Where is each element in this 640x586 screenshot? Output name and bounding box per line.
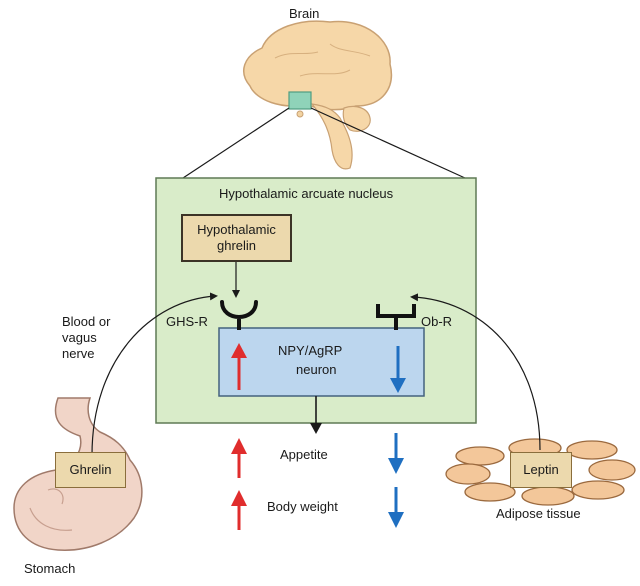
ghs-r-label: GHS-R bbox=[166, 314, 208, 329]
leptin-text: Leptin bbox=[523, 462, 559, 477]
blood-vagus-label-3: nerve bbox=[62, 346, 95, 361]
neuron-label-1: NPY/AgRP bbox=[278, 343, 343, 358]
blood-vagus-label-1: Blood or bbox=[62, 314, 111, 329]
hypothalamus-marker bbox=[288, 91, 312, 110]
hypothalamic-ghrelin-text-1: Hypothalamic bbox=[197, 222, 276, 237]
ob-r-receptor bbox=[376, 304, 416, 330]
adipose-tissue-label: Adipose tissue bbox=[496, 506, 581, 521]
neuron-decrease-arrow bbox=[390, 346, 406, 393]
neuron-increase-arrow bbox=[231, 343, 247, 390]
ghs-r-receptor bbox=[220, 300, 258, 330]
body-weight-decrease-arrow bbox=[388, 487, 404, 528]
stomach-label: Stomach bbox=[24, 561, 76, 576]
leptin-signal-path bbox=[410, 293, 541, 451]
ghrelin-text: Ghrelin bbox=[69, 462, 112, 477]
body-weight-label: Body weight bbox=[267, 499, 338, 514]
leptin-box: Leptin bbox=[510, 452, 572, 488]
blood-vagus-label-2: vagus bbox=[62, 330, 97, 345]
ghrelin-signal-path bbox=[91, 292, 218, 456]
appetite-increase-arrow bbox=[231, 438, 247, 478]
brain-label: Brain bbox=[289, 6, 320, 21]
neuron-label-2: neuron bbox=[296, 362, 337, 377]
zoom-line-left bbox=[182, 107, 290, 179]
body-weight-increase-arrow bbox=[231, 490, 247, 530]
zoom-line-right bbox=[310, 107, 466, 179]
appetite-label: Appetite bbox=[280, 447, 328, 462]
neuron-box bbox=[218, 327, 425, 397]
neuron-output-arrow bbox=[310, 396, 322, 434]
hypothalamic-ghrelin-text-2: ghrelin bbox=[216, 238, 257, 253]
ob-r-label: Ob-R bbox=[421, 314, 453, 329]
appetite-decrease-arrow bbox=[388, 433, 404, 474]
adipose-illustration bbox=[445, 438, 636, 506]
arcuate-nucleus-label: Hypothalamic arcuate nucleus bbox=[219, 186, 394, 201]
hypothalamic-ghrelin-box: Hypothalamic ghrelin bbox=[181, 214, 292, 262]
ghrelin-box: Ghrelin bbox=[55, 452, 126, 488]
brain-illustration bbox=[243, 20, 393, 170]
